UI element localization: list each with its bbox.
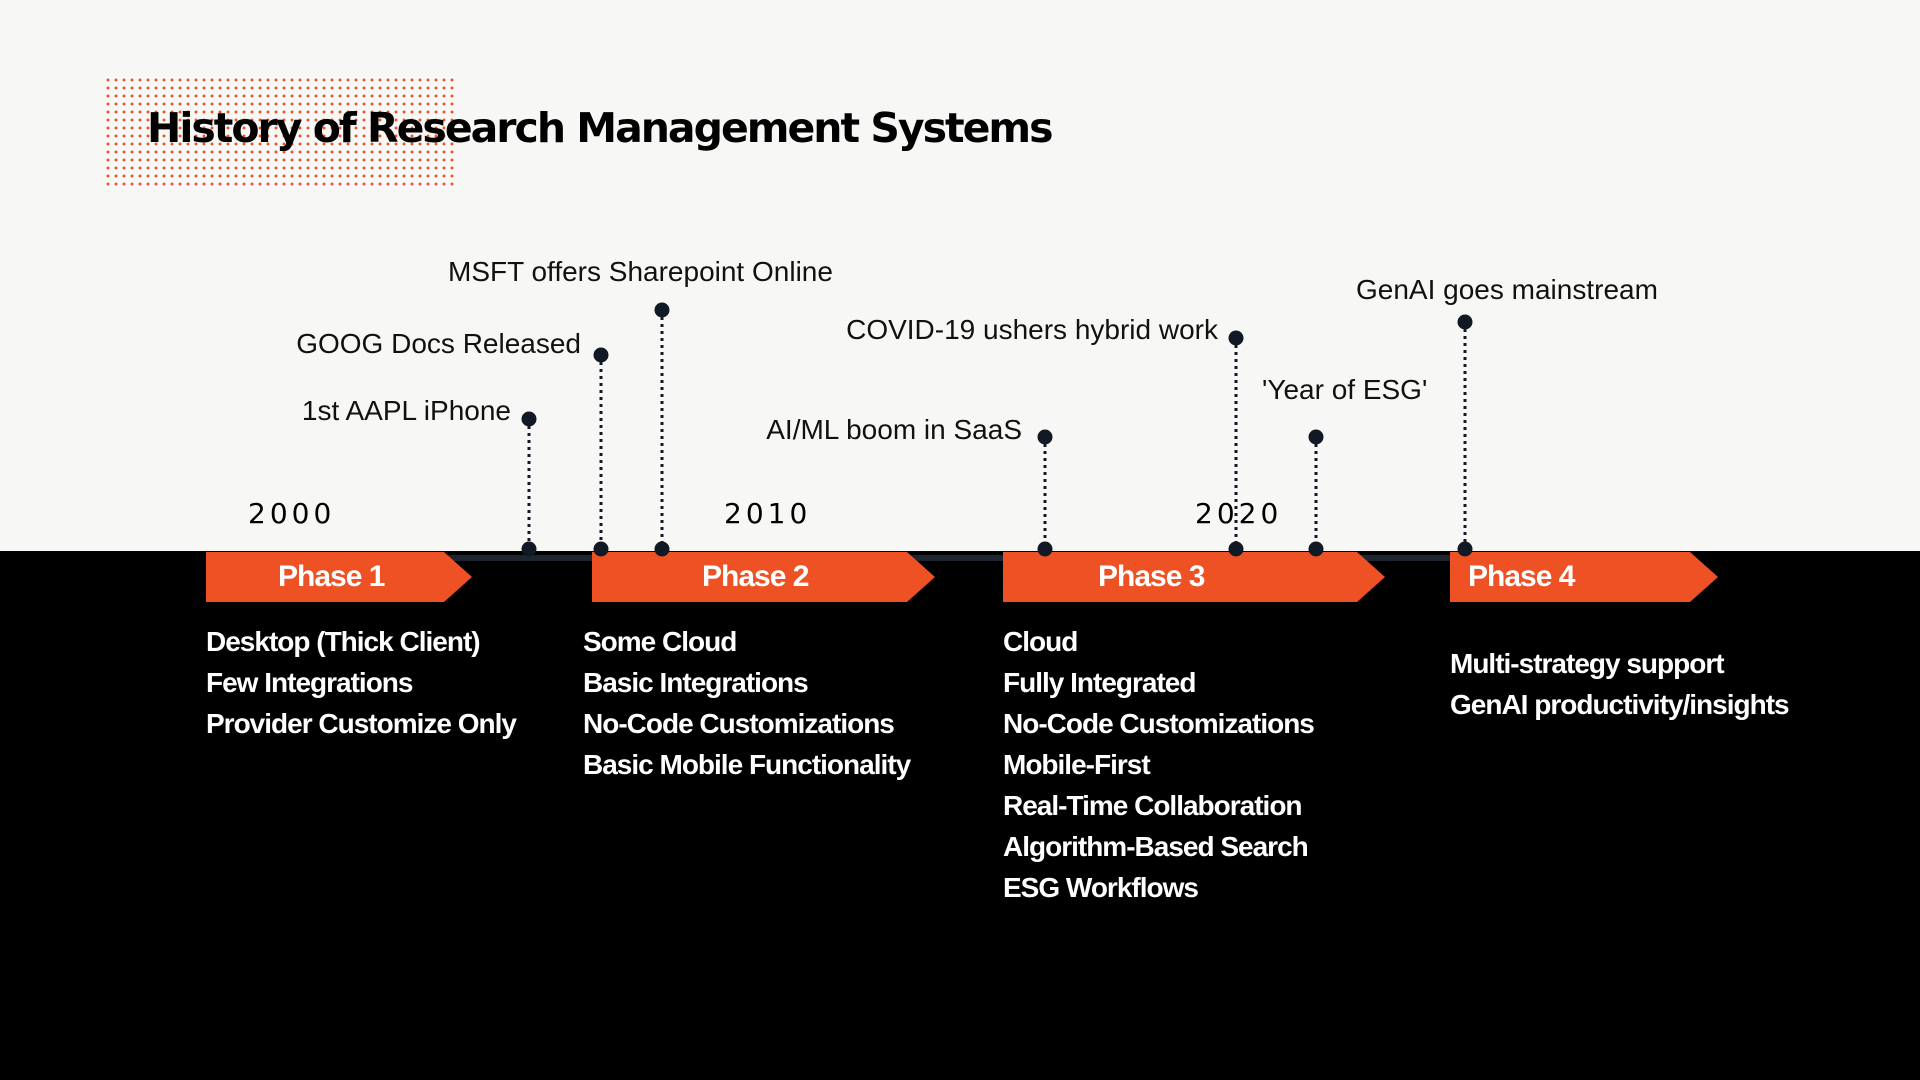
event-label-aiml-boom: AI/ML boom in SaaS <box>766 414 1022 445</box>
phase-2-feature: Basic Integrations <box>583 667 809 698</box>
phase-4-feature-list: Multi-strategy support GenAI productivit… <box>1450 643 1790 725</box>
event-label-sharepoint: MSFT offers Sharepoint Online <box>448 256 833 287</box>
phase-3-feature-list: Cloud Fully Integrated No-Code Customiza… <box>1003 621 1315 908</box>
phase-3-feature: Mobile-First <box>1003 749 1151 780</box>
phase-1-feature: Provider Customize Only <box>206 708 517 739</box>
dot-pattern-decoration <box>104 76 456 188</box>
event-axis-dot-goog-docs <box>593 541 609 557</box>
year-label-2000: 2000 <box>248 497 336 530</box>
phase-3-feature: Cloud <box>1003 626 1078 657</box>
event-dot-aiml-boom <box>1037 429 1053 445</box>
event-dot-genai <box>1457 314 1473 330</box>
phase-3-label: Phase 3 <box>1003 552 1357 602</box>
slide-bottom-background <box>0 551 1920 1080</box>
phase-2-feature: Basic Mobile Functionality <box>583 749 911 780</box>
phase-1-label: Phase 1 <box>206 552 444 602</box>
event-axis-dot-iphone <box>521 541 537 557</box>
phase-3-feature: Real-Time Collaboration <box>1003 790 1303 821</box>
event-axis-dot-covid <box>1228 541 1244 557</box>
phase-4-feature: GenAI productivity/insights <box>1450 689 1790 720</box>
event-dot-covid <box>1228 330 1244 346</box>
event-label-covid: COVID-19 ushers hybrid work <box>846 314 1218 345</box>
phase-2-feature-list: Some Cloud Basic Integrations No-Code Cu… <box>583 621 911 785</box>
event-dot-iphone <box>521 411 537 427</box>
event-dot-sharepoint <box>654 302 670 318</box>
phase-3-feature: Algorithm-Based Search <box>1003 831 1309 862</box>
event-axis-dot-year-of-esg <box>1308 541 1324 557</box>
event-dot-year-of-esg <box>1308 429 1324 445</box>
event-label-goog-docs: GOOG Docs Released <box>296 328 581 359</box>
phase-1-feature-list: Desktop (Thick Client) Few Integrations … <box>206 621 517 744</box>
phase-3-feature: ESG Workflows <box>1003 872 1199 903</box>
phase-1-feature: Desktop (Thick Client) <box>206 626 481 657</box>
event-label-year-of-esg: 'Year of ESG' <box>1262 374 1428 405</box>
timeline-axis <box>440 555 1460 561</box>
slide-title: History of Research Management Systems <box>147 104 1054 152</box>
event-label-genai: GenAI goes mainstream <box>1356 274 1658 305</box>
year-label-2010: 2010 <box>724 497 812 530</box>
phase-4-feature: Multi-strategy support <box>1450 648 1725 679</box>
phase-2-feature: Some Cloud <box>583 626 737 657</box>
event-axis-dot-genai <box>1457 541 1473 557</box>
event-dot-goog-docs <box>593 347 609 363</box>
event-axis-dot-sharepoint <box>654 541 670 557</box>
phase-3-feature: No-Code Customizations <box>1003 708 1315 739</box>
phase-1-feature: Few Integrations <box>206 667 413 698</box>
phase-1-arrow-icon <box>444 552 472 602</box>
event-label-iphone: 1st AAPL iPhone <box>301 395 511 426</box>
phase-4-label: Phase 4 <box>1450 552 1690 602</box>
phase-2-label: Phase 2 <box>592 552 907 602</box>
phase-4-arrow-icon <box>1690 552 1718 602</box>
phase-2-arrow-icon <box>907 552 935 602</box>
phase-3-arrow-icon <box>1357 552 1385 602</box>
phase-3-feature: Fully Integrated <box>1003 667 1196 698</box>
event-axis-dot-aiml-boom <box>1037 541 1053 557</box>
phase-2-feature: No-Code Customizations <box>583 708 895 739</box>
